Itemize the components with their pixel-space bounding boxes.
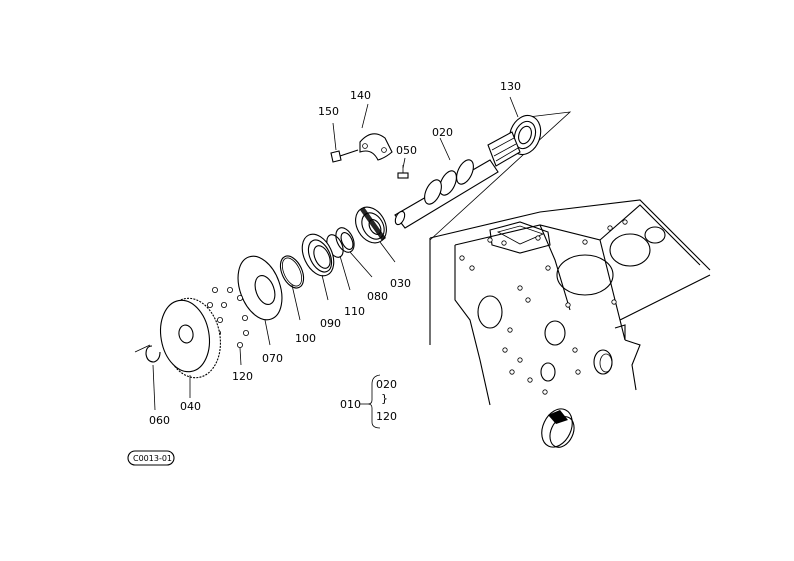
label-140[interactable]: 140 <box>350 89 371 102</box>
plate-070 <box>237 255 283 321</box>
label-060[interactable]: 060 <box>149 414 170 427</box>
label-130[interactable]: 130 <box>500 80 521 93</box>
part-labels: 150 140 130 050 020 030 080 110 090 100 … <box>149 80 521 427</box>
label-080[interactable]: 080 <box>367 290 388 303</box>
assembly-item-020[interactable]: 020 <box>376 378 397 391</box>
label-020[interactable]: 020 <box>432 126 453 139</box>
label-120[interactable]: 120 <box>232 370 253 383</box>
bearing-030 <box>355 206 387 244</box>
spacer-080 <box>335 227 355 253</box>
o-ring-100 <box>279 255 305 289</box>
label-110[interactable]: 110 <box>344 305 365 318</box>
assembly-legend: 010 020 } 120 <box>340 374 397 429</box>
bearing-cap <box>541 408 575 448</box>
label-090[interactable]: 090 <box>320 317 341 330</box>
label-150[interactable]: 150 <box>318 105 339 118</box>
diagram-code: C0013-01 <box>133 454 172 463</box>
gear-040 <box>134 297 221 379</box>
label-040[interactable]: 040 <box>180 400 201 413</box>
bolt-150 <box>330 122 359 163</box>
engine-block <box>429 199 711 406</box>
leader-lines <box>152 96 519 411</box>
label-100[interactable]: 100 <box>295 332 316 345</box>
assembly-item-120[interactable]: 120 <box>376 410 397 423</box>
shaft-020 <box>394 131 521 229</box>
label-030[interactable]: 030 <box>390 277 411 290</box>
label-070[interactable]: 070 <box>262 352 283 365</box>
group-bracket-line <box>429 111 572 241</box>
retainer-140 <box>359 103 393 161</box>
assembly-brace: } <box>381 392 388 405</box>
collar-090 <box>301 233 335 277</box>
circlip-060 <box>145 345 161 363</box>
label-050[interactable]: 050 <box>396 144 417 157</box>
diagram-code-badge: C0013-01 <box>127 450 175 466</box>
assembly-label[interactable]: 010 <box>340 398 361 411</box>
